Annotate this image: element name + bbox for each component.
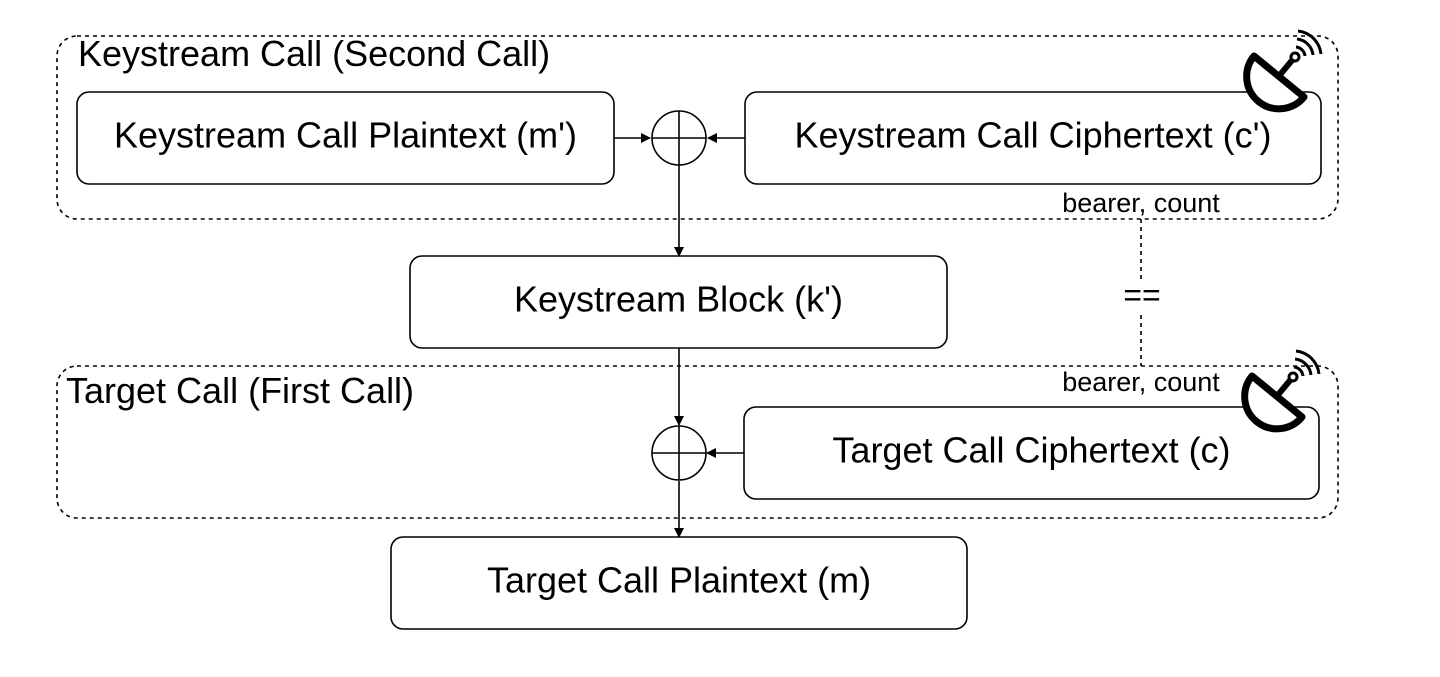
equality-label-bg: [1118, 280, 1166, 312]
keystream-call-group: [56, 35, 1339, 220]
xor-operator-bottom: [651, 425, 707, 481]
target-ciphertext-label: Target Call Ciphertext (c): [832, 430, 1230, 471]
target-plaintext-label: Target Call Plaintext (m): [487, 560, 871, 601]
bearer-count-label-bottom: bearer, count: [1062, 367, 1220, 397]
target-call-group-title: Target Call (First Call): [66, 370, 414, 411]
keystream-ciphertext-label: Keystream Call Ciphertext (c'): [795, 115, 1272, 156]
bearer-count-label-top: bearer, count: [1062, 188, 1220, 218]
keystream-plaintext-label: Keystream Call Plaintext (m'): [114, 115, 577, 156]
keystream-call-group-title: Keystream Call (Second Call): [78, 33, 550, 74]
target-call-group: [56, 365, 1339, 519]
xor-operator-top: [651, 110, 707, 166]
keystream-block-label: Keystream Block (k'): [514, 279, 843, 320]
equality-label: ==: [1123, 277, 1160, 313]
satellite-dish-icon: [1241, 349, 1321, 433]
satellite-dish-icon: [1243, 29, 1323, 113]
